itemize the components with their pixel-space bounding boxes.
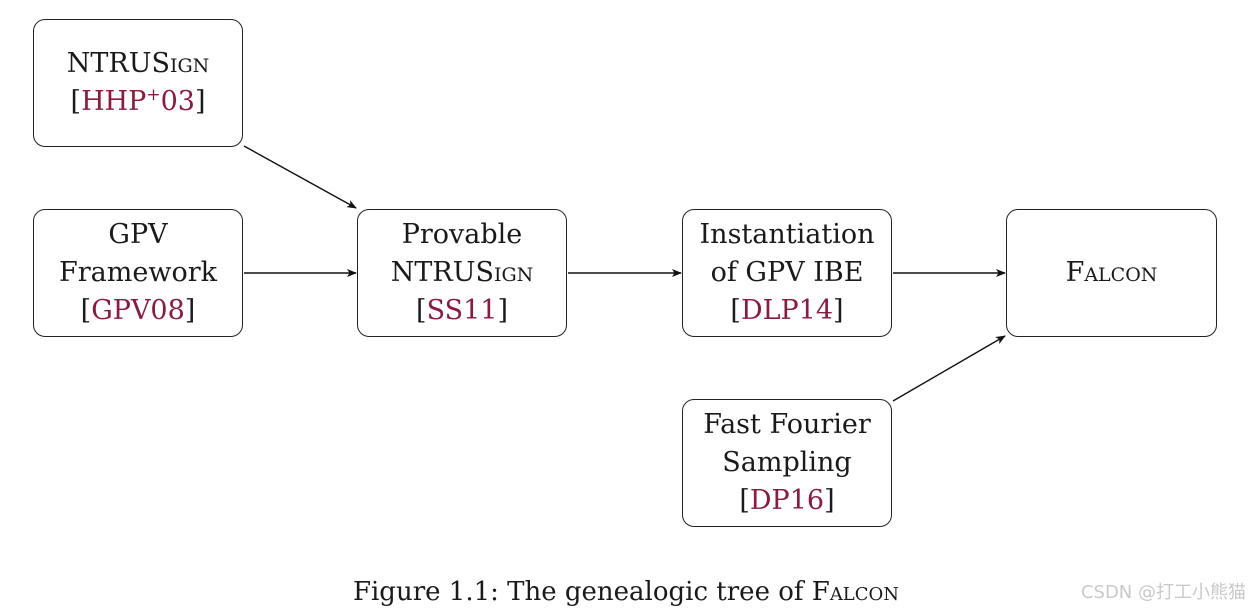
node-fast-fourier-sampling: Fast Fourier Sampling [DP16] [682,399,892,527]
node-gpv-framework: GPV Framework [GPV08] [33,209,243,337]
node-citation: [GPV08] [80,295,196,326]
node-provable-ntrusign: Provable NTRUSign [SS11] [357,209,567,337]
watermark: CSDN @打工小熊猫 [1080,582,1246,603]
node-title-line1: Instantiation [699,219,875,250]
node-title-line2: NTRUSign [390,257,534,288]
node-falcon: Falcon [1006,209,1217,337]
citation-link[interactable]: SS11 [426,295,498,326]
node-citation: [DP16] [739,485,835,516]
node-citation: [SS11] [416,295,508,326]
node-citation: [DLP14] [730,295,844,326]
node-title: Falcon [1065,257,1158,288]
node-title-line2: Framework [59,257,217,288]
node-title-line2: of GPV IBE [710,257,864,288]
node-title-line2: Sampling [722,447,852,478]
citation-link[interactable]: DLP14 [740,295,834,326]
figure-caption: Figure 1.1: The genealogic tree of Falco… [352,577,900,607]
citation-link[interactable]: DP16 [749,485,825,516]
node-title-smallcaps: ign [169,48,210,79]
node-title-line1: Fast Fourier [703,409,871,440]
node-instantiation-gpv-ibe: Instantiation of GPV IBE [DLP14] [682,209,892,337]
node-citation: [HHP+03] [70,85,206,117]
node-ntrusign: NTRUSign [HHP+03] [33,19,243,147]
citation-link[interactable]: GPV08 [91,295,185,326]
node-title-line1: GPV [108,219,168,250]
citation-link[interactable]: HHP+03 [81,85,195,117]
edge-fft-to-falcon [892,335,1006,402]
node-title-line1: Provable [401,219,523,250]
node-title: NTRUSign [67,45,210,83]
edge-ntrusign-to-provable [243,145,357,209]
node-title-main: NTRUS [66,48,170,79]
